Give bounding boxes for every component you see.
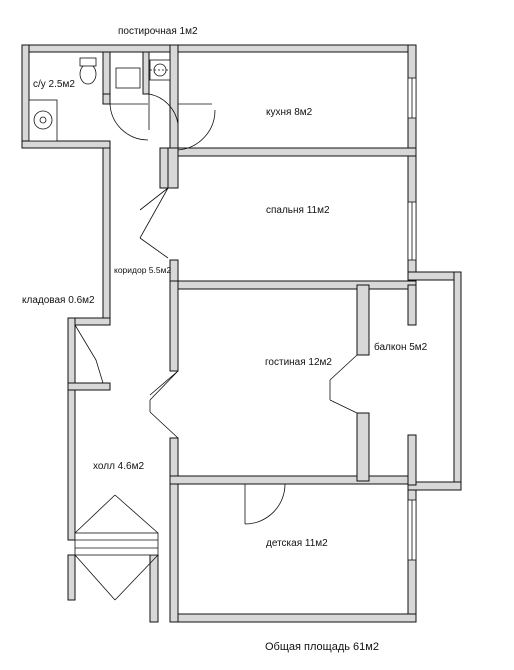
room-label-bathroom: с/у 2.5м2	[33, 79, 75, 90]
wall-bottom	[169, 613, 417, 623]
wall-corridor-left	[102, 147, 111, 321]
wall-living-left	[169, 280, 179, 372]
sink	[33, 110, 53, 130]
room-label-laundry: постирочная 1м2	[118, 26, 198, 37]
wall-hall-left-lower	[67, 554, 76, 601]
wall-storage-left	[67, 317, 76, 391]
room-label-living: гостиная 12м2	[265, 357, 332, 368]
room-label-corridor: коридор 5.5м2	[114, 265, 172, 275]
wall-balcony-mid2	[407, 434, 417, 486]
room-label-storage: кладовая 0.6м2	[22, 295, 95, 306]
wall-laundry-sep	[142, 51, 150, 95]
wall-hall-left	[67, 389, 76, 541]
door-laundry	[148, 93, 179, 130]
wall-top	[169, 44, 416, 53]
wall-living-left-low	[169, 437, 179, 623]
room-label-hall: холл 4.6м2	[93, 461, 145, 472]
wall-bathroom-left	[21, 44, 30, 149]
boiler	[115, 67, 141, 89]
wall-bathroom-top	[21, 44, 179, 53]
door-living-2	[149, 400, 179, 439]
room-label-kitchen: кухня 8м2	[266, 107, 313, 118]
wall-corridor-notch	[102, 93, 111, 105]
door-bedroom	[139, 187, 169, 259]
wall-living-right-top	[356, 284, 370, 356]
total-area-label: Общая площадь 61м2	[265, 641, 379, 653]
wall-kitchen-bottom	[159, 147, 417, 157]
door-kids	[244, 483, 286, 525]
toilet	[79, 63, 97, 85]
entry-door-frame	[74, 532, 159, 556]
wall-bathroom-bottom	[21, 140, 111, 149]
wall-kitchen-left	[169, 44, 179, 157]
door-living-1	[149, 370, 179, 401]
door-entry	[74, 494, 159, 601]
door-storage	[74, 324, 104, 384]
room-label-bedroom: спальня 11м2	[266, 205, 330, 216]
wall-storage-bottom	[67, 382, 111, 391]
wall-balcony-top	[407, 271, 462, 281]
wall-bathroom-right	[102, 51, 111, 95]
room-label-kids: детская 11м2	[266, 538, 328, 549]
wall-bedroom-bottom	[169, 280, 417, 290]
wall-balcony-mid	[407, 284, 417, 326]
wall-hall-bottom	[149, 554, 159, 623]
wall-balcony-right	[453, 271, 462, 491]
door-bathroom	[109, 103, 149, 141]
door-balcony	[329, 354, 358, 414]
room-label-balcony: балкон 5м2	[374, 342, 428, 353]
wall-balcony-bottom	[407, 481, 462, 491]
wall-living-right-bottom	[356, 412, 370, 482]
wall-corridor-right-top	[159, 147, 169, 189]
wall-living-bottom	[169, 475, 417, 485]
door-kitchen	[177, 103, 216, 151]
bathtub	[28, 99, 58, 142]
